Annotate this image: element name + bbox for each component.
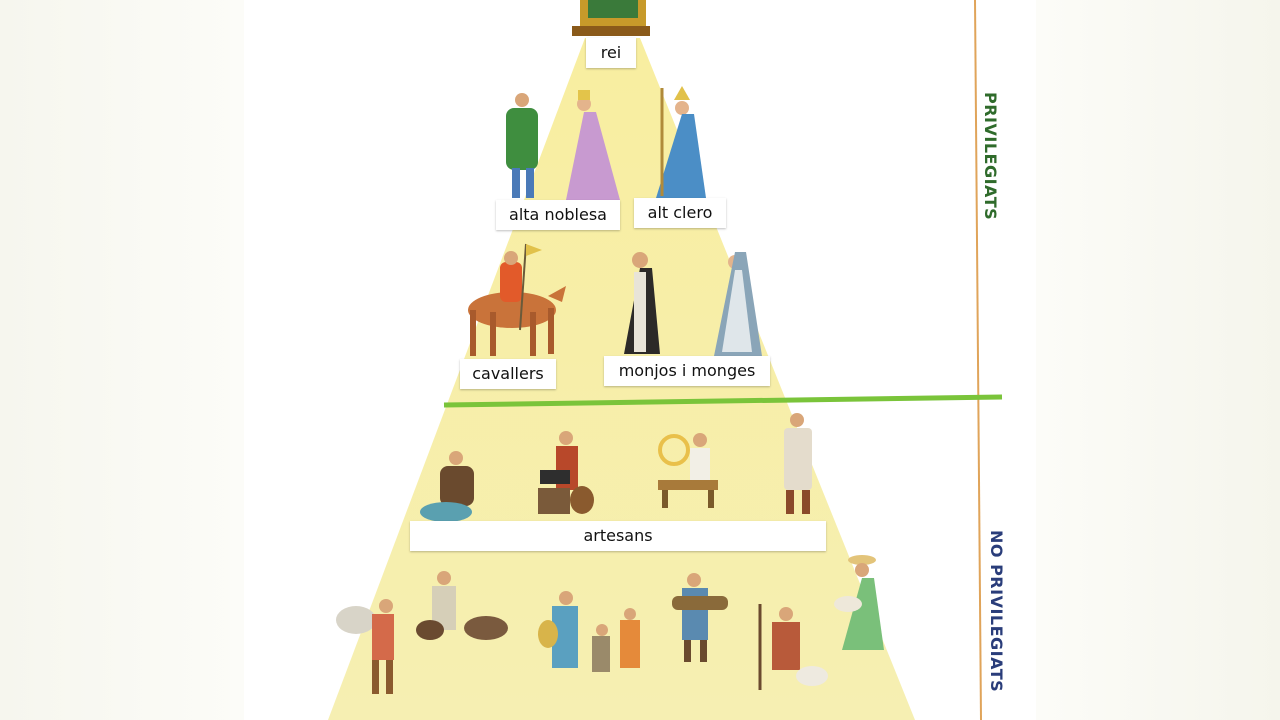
tier-label-artisans: artesans: [410, 521, 826, 551]
left-margin: [0, 0, 244, 720]
spinner-artisan-icon: [420, 451, 474, 522]
group-label-non-privileged: NO PRIVILEGIATS: [987, 530, 1006, 693]
peasant-woman-icon: [834, 555, 884, 650]
noble-woman-icon: [566, 90, 620, 200]
shepherd-icon: [758, 604, 828, 690]
butcher-icon: [784, 413, 812, 514]
baker-icon: [658, 433, 718, 508]
monk-icon: [624, 252, 660, 354]
bishop-icon: [656, 86, 706, 198]
peasant-with-oxen-icon: [416, 571, 508, 640]
right-margin: [1036, 0, 1280, 720]
tier-label-high-clergy: alt clero: [634, 198, 726, 228]
tier-label-high-nobility: alta noblesa: [496, 200, 620, 230]
peasant-with-sack-icon: [336, 599, 394, 694]
peasant-family-icon: [538, 591, 640, 672]
blacksmith-icon: [538, 431, 594, 514]
tier-label-knights: cavallers: [460, 359, 556, 389]
tier-label-monks-nuns: monjos i monges: [604, 356, 770, 386]
king-throne-icon: [572, 0, 650, 36]
woodcutter-icon: [672, 573, 728, 662]
tier-label-king: rei: [586, 38, 636, 68]
knight-on-horse-icon: [468, 243, 566, 356]
nun-icon: [714, 252, 762, 356]
privilege-divider-line: [443, 394, 1003, 408]
group-label-privileged: PRIVILEGIATS: [981, 92, 1000, 221]
group-axis-line: [974, 0, 982, 720]
noble-man-icon: [506, 93, 538, 198]
